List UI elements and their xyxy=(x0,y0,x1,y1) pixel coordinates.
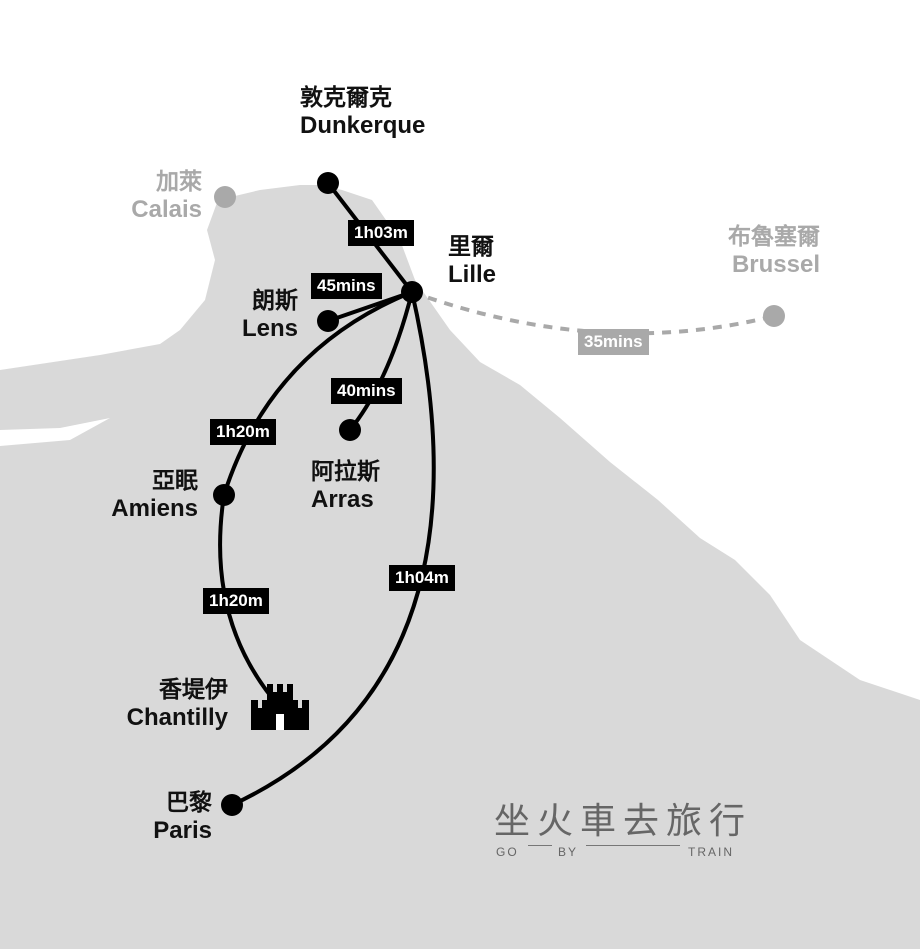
route-lille-amiens xyxy=(222,290,413,496)
lille-zh: 里爾 xyxy=(448,233,494,259)
paris-en: Paris xyxy=(153,816,212,844)
amiens-dot xyxy=(213,484,235,506)
duration-lille-brussel: 35mins xyxy=(578,329,649,355)
label-amiens: 亞眠 Amiens xyxy=(96,467,198,523)
brussel-dot xyxy=(763,305,785,327)
land-area xyxy=(0,185,920,949)
calais-en: Calais xyxy=(131,195,202,223)
duration-dunkerque-lille: 1h03m xyxy=(348,220,414,246)
lens-zh: 朗斯 xyxy=(252,287,298,313)
route-lille-paris xyxy=(231,291,436,807)
brussel-en: Brussel xyxy=(731,250,820,278)
paris-dot xyxy=(221,794,243,816)
dunkerque-en: Dunkerque xyxy=(300,111,426,139)
logo-rule-1 xyxy=(528,845,552,846)
duration-lens-lille: 45mins xyxy=(311,273,382,299)
label-arras: 阿拉斯 Arras xyxy=(311,458,380,514)
coast-inlet xyxy=(0,418,110,446)
castle-icon xyxy=(251,684,309,730)
logo: 坐火車去旅行 GO BY TRAIN xyxy=(494,792,753,859)
duration-lille-amiens: 1h20m xyxy=(210,419,276,445)
logo-zh: 坐火車去旅行 xyxy=(494,800,753,841)
arras-en: Arras xyxy=(311,485,374,513)
label-paris: 巴黎 Paris xyxy=(140,789,212,845)
lille-dot xyxy=(401,281,423,303)
lens-en: Lens xyxy=(241,314,298,342)
logo-en: GO BY TRAIN xyxy=(496,845,742,861)
paris-zh: 巴黎 xyxy=(166,789,212,815)
chantilly-zh: 香堤伊 xyxy=(159,676,228,702)
logo-en-train: TRAIN xyxy=(688,845,734,859)
amiens-en: Amiens xyxy=(111,494,198,522)
label-calais: 加萊 Calais xyxy=(110,168,202,224)
duration-lille-arras: 40mins xyxy=(331,378,402,404)
label-brussel: 布魯塞爾 Brussel xyxy=(700,223,820,279)
dunkerque-dot xyxy=(317,172,339,194)
calais-zh: 加萊 xyxy=(156,168,202,194)
arras-dot xyxy=(339,419,361,441)
amiens-zh: 亞眠 xyxy=(152,467,198,493)
duration-amiens-chantilly: 1h20m xyxy=(203,588,269,614)
lens-dot xyxy=(317,310,339,332)
logo-rule-2 xyxy=(586,845,680,846)
route-lille-arras xyxy=(348,291,414,432)
arras-zh: 阿拉斯 xyxy=(311,458,380,484)
dunkerque-zh: 敦克爾克 xyxy=(300,84,392,110)
label-lens: 朗斯 Lens xyxy=(216,287,298,343)
logo-en-go: GO xyxy=(496,845,519,859)
label-chantilly: 香堤伊 Chantilly xyxy=(110,676,228,732)
label-dunkerque: 敦克爾克 Dunkerque xyxy=(300,84,425,140)
label-lille: 里爾 Lille xyxy=(448,233,496,289)
logo-en-by: BY xyxy=(558,845,579,859)
brussel-zh: 布魯塞爾 xyxy=(728,223,820,249)
lille-en: Lille xyxy=(448,260,497,288)
routes xyxy=(218,181,436,807)
route-lille-brussel xyxy=(411,290,775,336)
chantilly-en: Chantilly xyxy=(126,703,228,731)
duration-lille-paris: 1h04m xyxy=(389,565,455,591)
calais-dot xyxy=(214,186,236,208)
